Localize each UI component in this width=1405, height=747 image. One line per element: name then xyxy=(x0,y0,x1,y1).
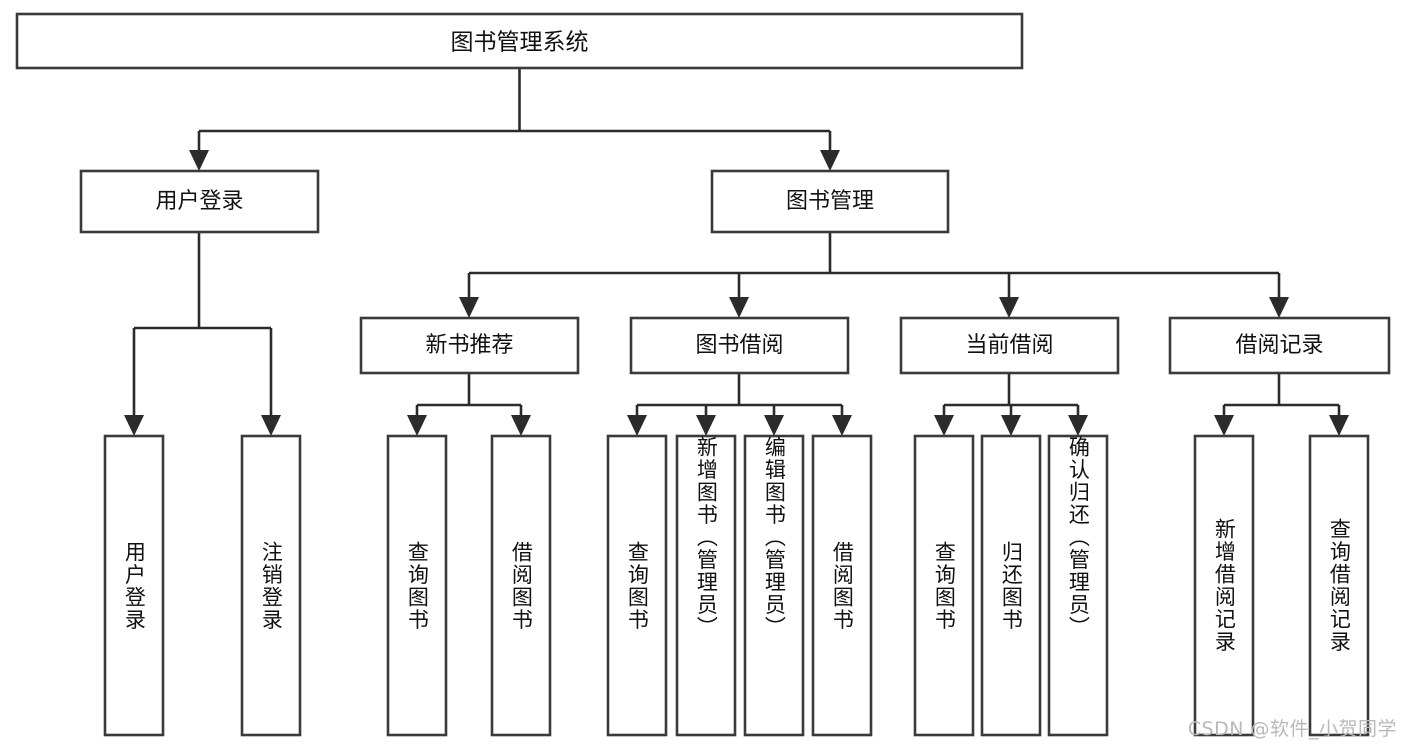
node-root-box[interactable] xyxy=(15,12,1024,70)
leaf-box-query-book-2[interactable] xyxy=(606,434,668,737)
node-new-book-rec[interactable]: 新书推荐 xyxy=(359,316,580,375)
leaf-box-query-book-1[interactable] xyxy=(386,434,448,737)
arrow-head-current-borrow xyxy=(999,297,1019,318)
arrow-head-leaf-add-book xyxy=(696,415,716,436)
arrow-head-leaf-user-login xyxy=(124,415,144,436)
node-current-borrow-label: 当前借阅 xyxy=(965,333,1053,358)
node-book-manage[interactable]: 图书管理 xyxy=(710,169,950,234)
node-root-label: 图书管理系统 xyxy=(451,30,589,56)
csdn-watermark: CSDN @软件_小贺同学 xyxy=(1187,718,1397,740)
node-book-borrow-box[interactable] xyxy=(629,316,850,375)
node-current-borrow-box[interactable] xyxy=(899,316,1120,375)
node-user-login-label: 用户登录 xyxy=(155,189,243,214)
arrow-head-leaf-add-record xyxy=(1214,415,1234,436)
leaf-box-return-book[interactable] xyxy=(980,434,1042,737)
arrow-head-new-book-rec xyxy=(459,297,479,318)
connector-group xyxy=(124,68,1349,436)
leaf-box-logout[interactable] xyxy=(240,434,302,737)
node-user-login-box[interactable] xyxy=(79,169,320,234)
leaf-box-confirm-return[interactable] xyxy=(1047,434,1109,737)
node-root[interactable]: 图书管理系统 xyxy=(15,12,1024,70)
leaf-box-group xyxy=(103,434,1370,737)
node-borrow-record-box[interactable] xyxy=(1168,316,1391,375)
node-user-login[interactable]: 用户登录 xyxy=(79,169,320,234)
arrow-head-leaf-borrow-book-2 xyxy=(832,415,852,436)
arrow-head-leaf-query-record xyxy=(1329,415,1349,436)
node-book-borrow[interactable]: 图书借阅 xyxy=(629,316,850,375)
arrow-head-leaf-confirm-return xyxy=(1068,415,1088,436)
arrow-head-borrow-record xyxy=(1269,297,1289,318)
arrow-head-leaf-logout xyxy=(261,415,281,436)
node-new-book-rec-box[interactable] xyxy=(359,316,580,375)
arrow-head-leaf-query-book-2 xyxy=(627,415,647,436)
arrow-head-leaf-query-book-1 xyxy=(407,415,427,436)
leaf-box-borrow-book-1[interactable] xyxy=(490,434,552,737)
leaf-box-add-book[interactable] xyxy=(675,434,737,737)
leaf-box-edit-book[interactable] xyxy=(743,434,805,737)
node-book-manage-box[interactable] xyxy=(710,169,950,234)
node-current-borrow[interactable]: 当前借阅 xyxy=(899,316,1120,375)
leaf-box-borrow-book-2[interactable] xyxy=(811,434,873,737)
node-borrow-record-label: 借阅记录 xyxy=(1235,333,1323,358)
arrow-head-book-borrow xyxy=(729,297,749,318)
node-new-book-rec-label: 新书推荐 xyxy=(425,333,513,358)
leaf-box-add-record[interactable] xyxy=(1193,434,1255,737)
arrow-head-leaf-query-book-3 xyxy=(934,415,954,436)
node-borrow-record[interactable]: 借阅记录 xyxy=(1168,316,1391,375)
arrow-head-user-login xyxy=(189,150,209,171)
leaf-box-query-record[interactable] xyxy=(1308,434,1370,737)
arrow-head-leaf-borrow-book-1 xyxy=(511,415,531,436)
leaf-box-user-login[interactable] xyxy=(103,434,165,737)
arrow-head-leaf-return-book xyxy=(1001,415,1021,436)
leaf-box-query-book-3[interactable] xyxy=(913,434,975,737)
arrow-head-book-manage xyxy=(820,150,840,171)
arrow-head-leaf-edit-book xyxy=(764,415,784,436)
node-book-borrow-label: 图书借阅 xyxy=(695,333,783,358)
node-book-manage-label: 图书管理 xyxy=(786,189,874,214)
